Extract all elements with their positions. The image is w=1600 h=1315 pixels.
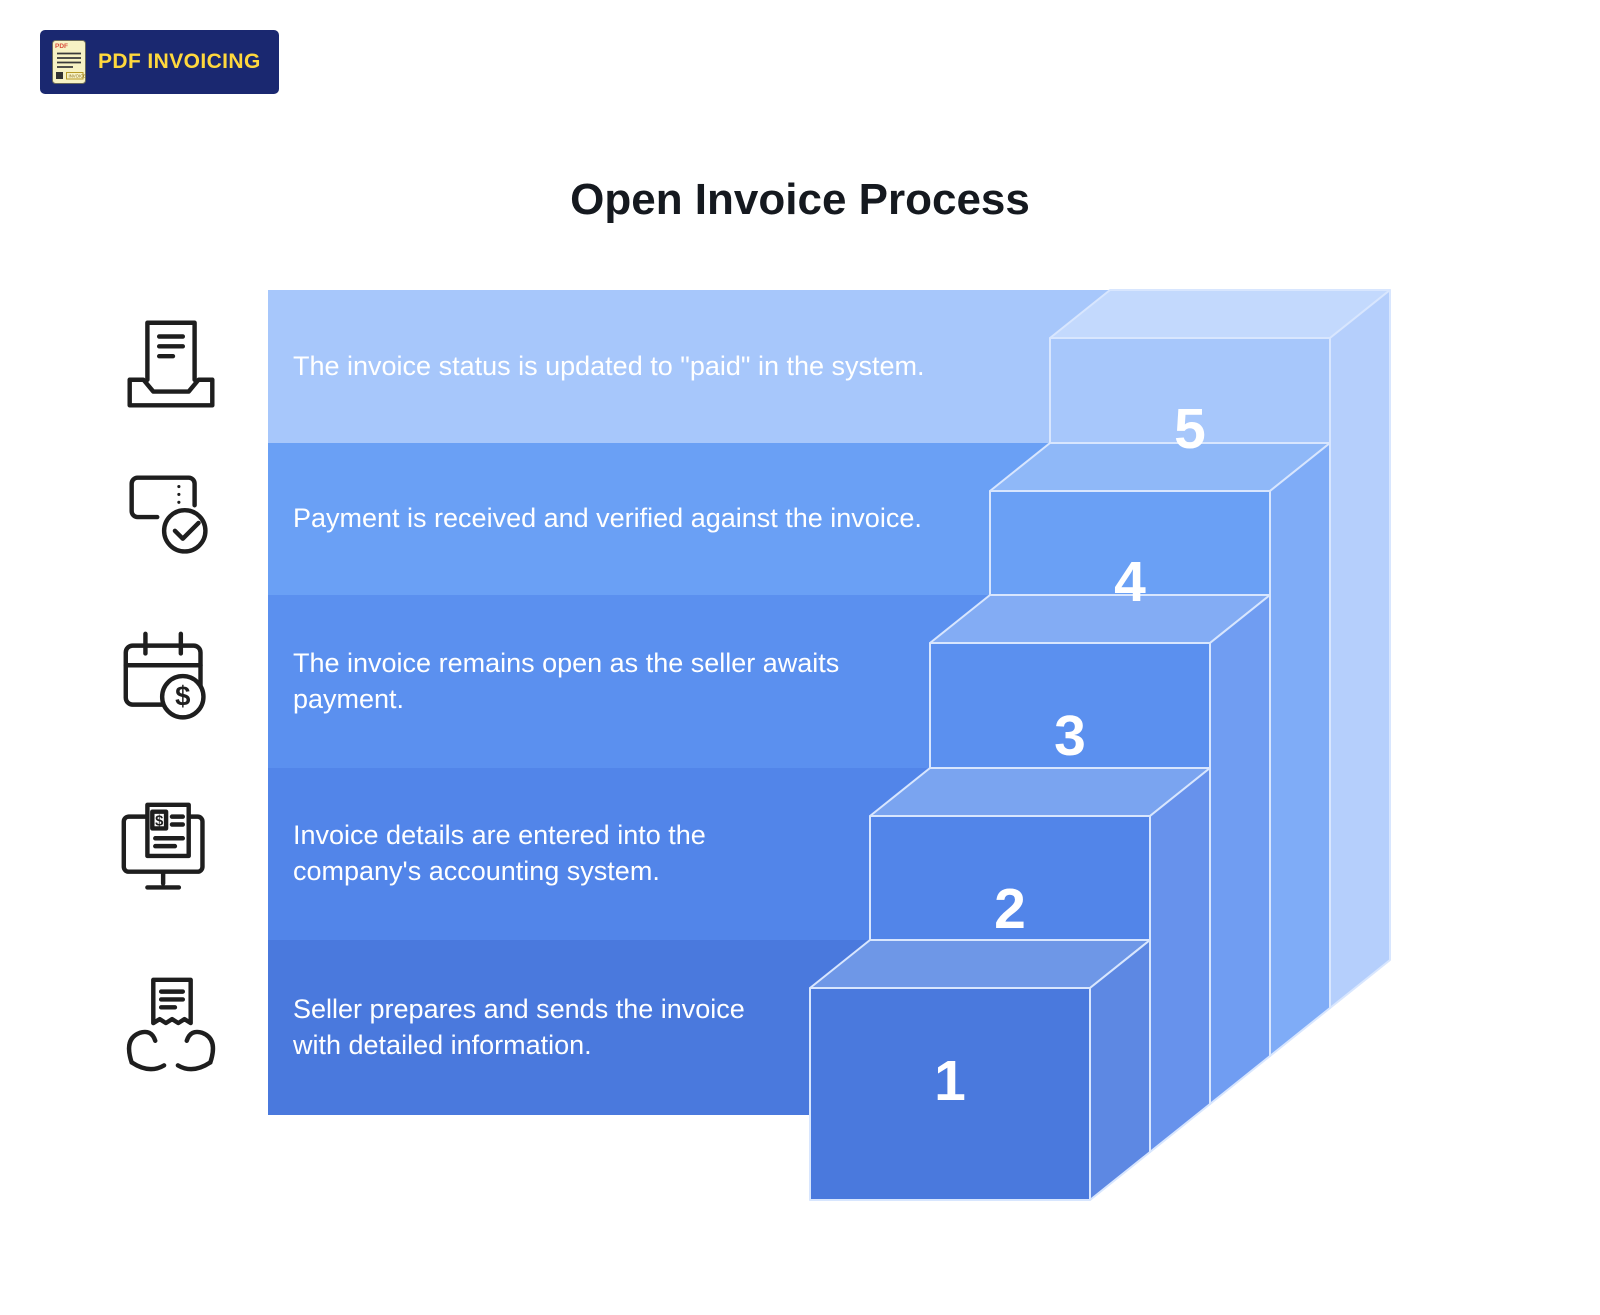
step-3-side-face bbox=[1209, 594, 1271, 1105]
step-3-number: 3 bbox=[1054, 704, 1086, 768]
process-row-step-4: Payment is received and verified against… bbox=[268, 443, 1050, 595]
invoice-document-icon: PDF INVOICE bbox=[52, 40, 87, 84]
step-4-number: 4 bbox=[1114, 550, 1146, 614]
process-row-step-1: Seller prepares and sends the invoice wi… bbox=[268, 940, 870, 1115]
hands-invoice-icon bbox=[126, 977, 216, 1072]
step-1-number: 1 bbox=[934, 1049, 966, 1113]
process-row-step-2: Invoice details are entered into the com… bbox=[268, 768, 930, 940]
step-1-description: Seller prepares and sends the invoice wi… bbox=[293, 993, 745, 1060]
svg-text:INVOICE: INVOICE bbox=[69, 74, 87, 79]
receipt-check-icon bbox=[129, 475, 208, 554]
step-2-side-face bbox=[1149, 767, 1211, 1153]
pdf-invoicing-logo[interactable]: PDF INVOICE PDF INVOICING bbox=[40, 30, 279, 94]
step-5-side-face bbox=[1329, 289, 1391, 1009]
step-2-description: Invoice details are entered into the com… bbox=[293, 820, 706, 886]
monitor-invoice-icon: $ bbox=[121, 802, 205, 890]
document-inbox-icon bbox=[127, 320, 215, 408]
logo-label: PDF INVOICING bbox=[98, 50, 261, 73]
step-4-description: Payment is received and verified against… bbox=[293, 503, 922, 534]
step-4-side-face bbox=[1269, 442, 1331, 1057]
page-title: Open Invoice Process bbox=[570, 175, 1030, 225]
svg-text:PDF: PDF bbox=[55, 43, 68, 50]
svg-text:$: $ bbox=[175, 681, 190, 712]
step-2-number: 2 bbox=[994, 877, 1026, 941]
process-row-step-5: The invoice status is updated to "paid" … bbox=[268, 290, 1110, 443]
calendar-dollar-icon: $ bbox=[123, 631, 206, 720]
step-5-number: 5 bbox=[1174, 397, 1206, 461]
svg-text:$: $ bbox=[155, 813, 163, 829]
step-1-front-face bbox=[809, 987, 1091, 1201]
step-5-description: The invoice status is updated to "paid" … bbox=[293, 350, 925, 381]
process-row-step-3: The invoice remains open as the seller a… bbox=[268, 595, 990, 768]
step-3-description: The invoice remains open as the seller a… bbox=[293, 647, 840, 714]
